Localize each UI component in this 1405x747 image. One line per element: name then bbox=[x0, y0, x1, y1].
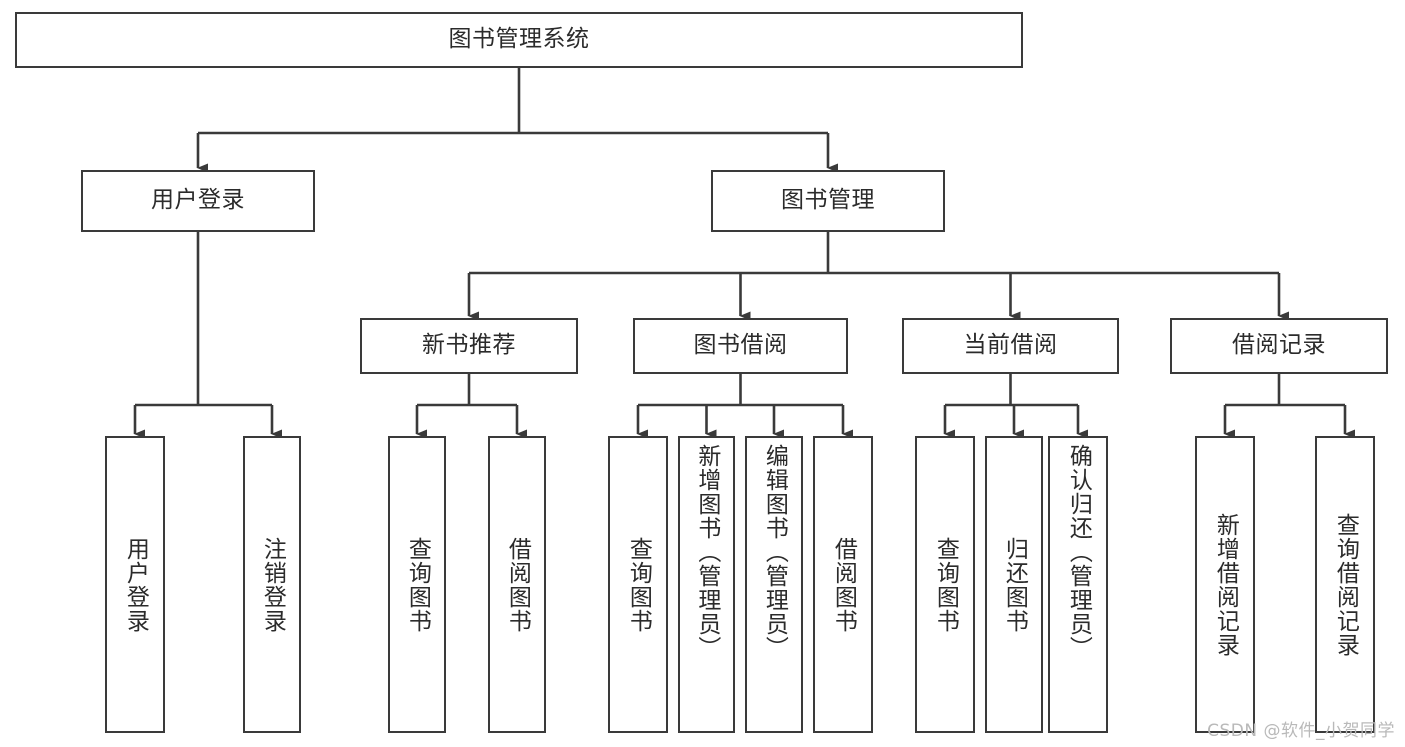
node-leaf-query-borrow-record-label: 查询借阅记录 bbox=[1332, 512, 1359, 657]
node-leaf-edit-book[interactable]: 编辑图书（管理员） bbox=[745, 436, 803, 733]
node-root[interactable]: 图书管理系统 bbox=[15, 12, 1023, 68]
node-user-login[interactable]: 用户登录 bbox=[81, 170, 315, 232]
node-borrow-record-label: 借阅记录 bbox=[1232, 332, 1326, 359]
node-book-borrow[interactable]: 图书借阅 bbox=[633, 318, 848, 374]
node-leaf-return-book-label: 归还图书 bbox=[1001, 536, 1028, 633]
node-leaf-query-book-current[interactable]: 查询图书 bbox=[915, 436, 975, 733]
node-leaf-confirm-return[interactable]: 确认归还（管理员） bbox=[1048, 436, 1108, 733]
node-leaf-add-book[interactable]: 新增图书（管理员） bbox=[678, 436, 735, 733]
node-leaf-user-login-label: 用户登录 bbox=[122, 536, 149, 633]
node-leaf-add-borrow-record-label: 新增借阅记录 bbox=[1212, 512, 1239, 657]
node-current-borrow[interactable]: 当前借阅 bbox=[902, 318, 1119, 374]
node-leaf-user-logout[interactable]: 注销登录 bbox=[243, 436, 301, 733]
node-leaf-query-book-recommend[interactable]: 查询图书 bbox=[388, 436, 446, 733]
node-leaf-borrow-book-recommend[interactable]: 借阅图书 bbox=[488, 436, 546, 733]
node-leaf-borrow-book-recommend-label: 借阅图书 bbox=[504, 536, 531, 633]
csdn-watermark: CSDN @软件_小贺同学 bbox=[1207, 721, 1395, 741]
node-leaf-edit-book-label: 编辑图书（管理员） bbox=[761, 444, 788, 660]
node-leaf-query-book-recommend-label: 查询图书 bbox=[404, 536, 431, 633]
node-leaf-query-borrow-record[interactable]: 查询借阅记录 bbox=[1315, 436, 1375, 733]
node-book-manage-label: 图书管理 bbox=[781, 187, 875, 214]
node-book-manage[interactable]: 图书管理 bbox=[711, 170, 945, 232]
node-leaf-confirm-return-label: 确认归还（管理员） bbox=[1065, 444, 1092, 660]
node-leaf-query-book-current-label: 查询图书 bbox=[932, 536, 959, 633]
node-root-label: 图书管理系统 bbox=[448, 26, 590, 53]
node-new-book-recommend-label: 新书推荐 bbox=[422, 332, 516, 359]
node-leaf-borrow-book[interactable]: 借阅图书 bbox=[813, 436, 873, 733]
node-leaf-add-book-label: 新增图书（管理员） bbox=[693, 444, 720, 660]
node-new-book-recommend[interactable]: 新书推荐 bbox=[360, 318, 578, 374]
node-leaf-borrow-book-label: 借阅图书 bbox=[830, 536, 857, 633]
node-user-login-label: 用户登录 bbox=[151, 187, 245, 214]
node-leaf-add-borrow-record[interactable]: 新增借阅记录 bbox=[1195, 436, 1255, 733]
node-leaf-query-book-borrow-label: 查询图书 bbox=[625, 536, 652, 633]
node-leaf-user-logout-label: 注销登录 bbox=[259, 536, 286, 633]
node-leaf-user-login[interactable]: 用户登录 bbox=[105, 436, 165, 733]
node-leaf-return-book[interactable]: 归还图书 bbox=[985, 436, 1043, 733]
node-book-borrow-label: 图书借阅 bbox=[693, 332, 788, 359]
node-borrow-record[interactable]: 借阅记录 bbox=[1170, 318, 1388, 374]
node-current-borrow-label: 当前借阅 bbox=[963, 332, 1058, 359]
node-leaf-query-book-borrow[interactable]: 查询图书 bbox=[608, 436, 668, 733]
